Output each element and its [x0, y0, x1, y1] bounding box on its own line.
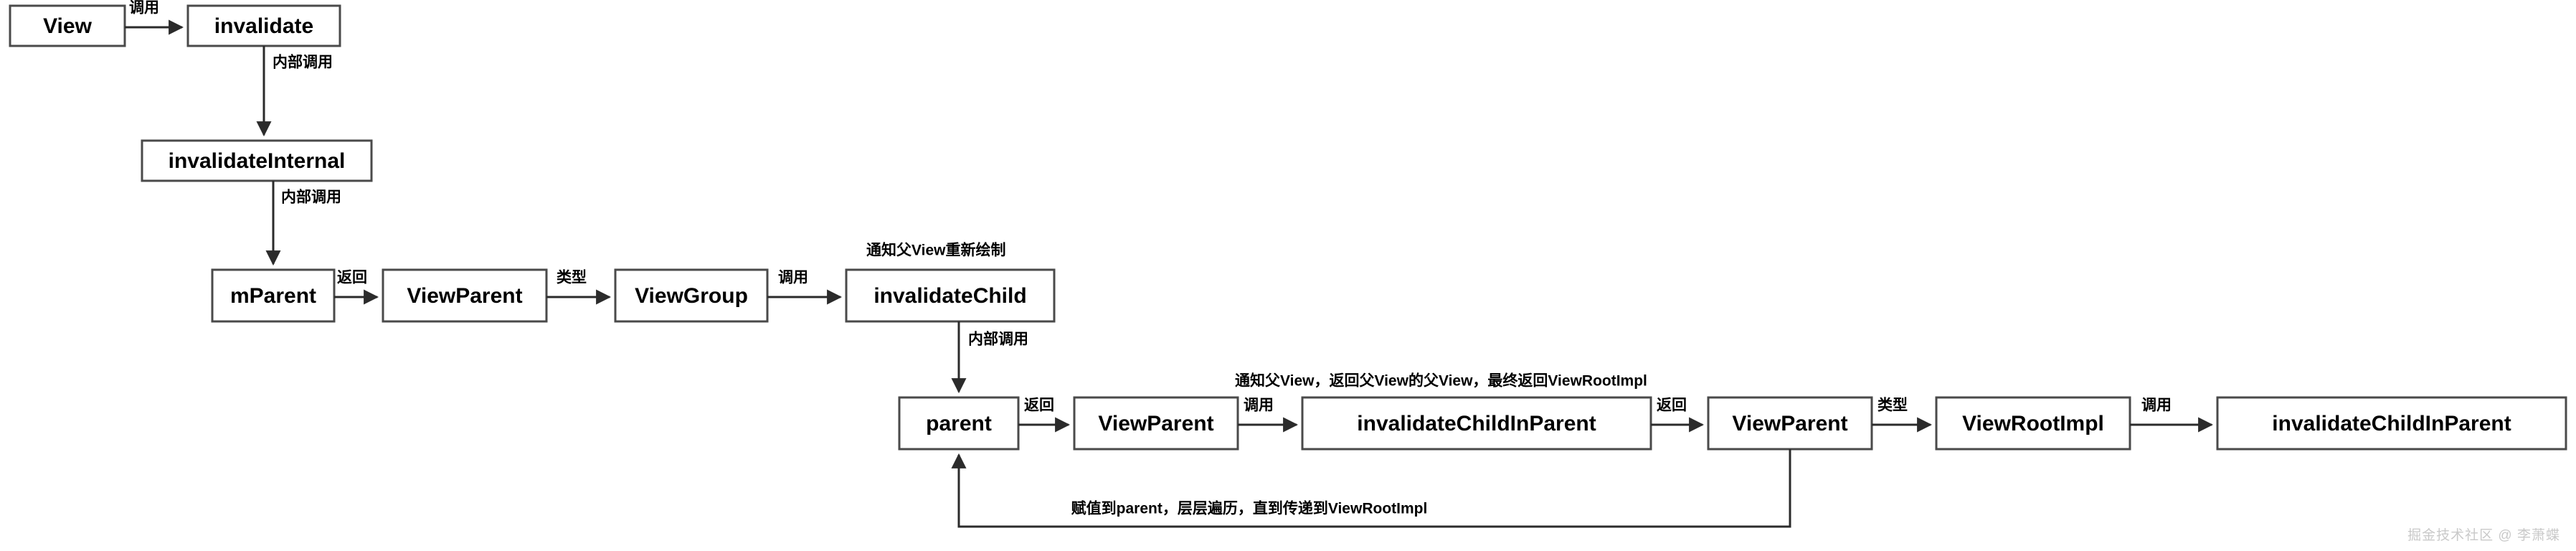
edge-line [951, 449, 1791, 528]
edge-label-internal-call-2: 内部调用 [281, 189, 341, 206]
node-viewparent-3-box [1707, 396, 1873, 451]
edge-viewparent-to-icip: 调用 [1238, 397, 1299, 433]
edge-label-return-2: 返回 [1024, 397, 1054, 414]
edge-viewgroup-to-invalidate-child: 调用 [767, 270, 843, 305]
node-invalidate-label: invalidate [214, 14, 313, 38]
node-invalidate-child[interactable]: invalidateChild [845, 268, 1056, 323]
node-viewgroup-box [614, 268, 769, 323]
edge-internal-to-mparent: 内部调用 [265, 181, 341, 266]
node-viewparent-2-box [1073, 396, 1239, 451]
annotation-notify-parent-return-root: 通知父View，返回父View的父View，最终返回ViewRootImpl [1235, 372, 1647, 390]
edge-mparent-to-viewparent: 返回 [334, 270, 379, 305]
node-mparent-box [211, 268, 336, 323]
node-invalidate-internal-label: invalidateInternal [169, 149, 346, 173]
node-viewgroup[interactable]: ViewGroup [614, 268, 769, 323]
node-parent-label: parent [926, 412, 992, 435]
edge-feedback-loop-to-parent: 赋值到parent，层层遍历，直到传递到ViewRootImpl [951, 449, 1791, 528]
node-invalidate-child-in-parent-1-label: invalidateChildInParent [1357, 412, 1596, 435]
node-invalidate[interactable]: invalidate [186, 4, 341, 47]
node-invalidate-child-in-parent-2[interactable]: invalidateChildInParent [2216, 396, 2567, 451]
edge-invalidate-to-internal: 内部调用 [256, 46, 333, 137]
node-view-label: View [43, 14, 92, 38]
edge-label-type: 类型 [557, 270, 587, 286]
node-viewrootimpl[interactable]: ViewRootImpl [1935, 396, 2131, 451]
node-invalidate-internal-box [141, 139, 373, 182]
node-viewparent-2-label: ViewParent [1098, 412, 1213, 435]
node-viewrootimpl-box [1935, 396, 2131, 451]
node-view-box [9, 4, 126, 47]
edge-view-to-invalidate: 调用 [125, 0, 184, 35]
node-viewparent-1-label: ViewParent [407, 284, 522, 308]
node-invalidate-child-in-parent-1-box [1301, 396, 1652, 451]
node-viewparent-2[interactable]: ViewParent [1073, 396, 1239, 451]
node-invalidate-child-in-parent-2-box [2216, 396, 2567, 451]
node-viewgroup-label: ViewGroup [635, 284, 748, 308]
annotation-notify-parent-redraw: 通知父View重新绘制 [866, 242, 1005, 259]
edge-label-call: 调用 [129, 0, 159, 17]
node-invalidate-child-label: invalidateChild [873, 284, 1026, 308]
edge-label-assign-to-parent-traverse: 赋值到parent，层层遍历，直到传递到ViewRootImpl [1071, 500, 1428, 517]
node-viewrootimpl-label: ViewRootImpl [1962, 412, 2104, 435]
node-parent[interactable]: parent [898, 396, 1020, 451]
node-mparent-label: mParent [230, 284, 316, 308]
node-invalidate-internal[interactable]: invalidateInternal [141, 139, 373, 182]
watermark: 掘金技术社区 @ 李萧蝶 [2407, 528, 2560, 543]
edge-label-return-3: 返回 [1657, 397, 1687, 414]
edge-label-call-3: 调用 [1244, 397, 1274, 414]
node-parent-box [898, 396, 1020, 451]
edge-parent-to-viewparent: 返回 [1018, 397, 1071, 433]
edge-label-call-4: 调用 [2141, 397, 2172, 414]
edge-viewparent-to-viewgroup: 类型 [546, 270, 612, 305]
edge-viewparent-to-viewrootimpl: 类型 [1872, 397, 1933, 433]
edge-viewrootimpl-to-icip2: 调用 [2130, 397, 2214, 433]
edge-label-internal-call: 内部调用 [273, 54, 333, 71]
edge-label-return: 返回 [337, 270, 367, 286]
edge-label-type-2: 类型 [1877, 397, 1908, 414]
node-viewparent-3[interactable]: ViewParent [1707, 396, 1873, 451]
edge-label-call-2: 调用 [778, 270, 808, 286]
edge-invalidate-child-to-parent: 内部调用 [951, 321, 1028, 394]
edge-label-internal-call-3: 内部调用 [968, 331, 1028, 348]
node-viewparent-1[interactable]: ViewParent [382, 268, 548, 323]
node-viewparent-1-box [382, 268, 548, 323]
node-invalidate-child-in-parent-1[interactable]: invalidateChildInParent [1301, 396, 1652, 451]
node-view[interactable]: View [9, 4, 126, 47]
node-invalidate-child-in-parent-2-label: invalidateChildInParent [2272, 412, 2511, 435]
node-viewparent-3-label: ViewParent [1732, 412, 1847, 435]
node-mparent[interactable]: mParent [211, 268, 336, 323]
edge-icip-to-viewparent: 返回 [1651, 397, 1705, 433]
node-invalidate-child-box [845, 268, 1056, 323]
